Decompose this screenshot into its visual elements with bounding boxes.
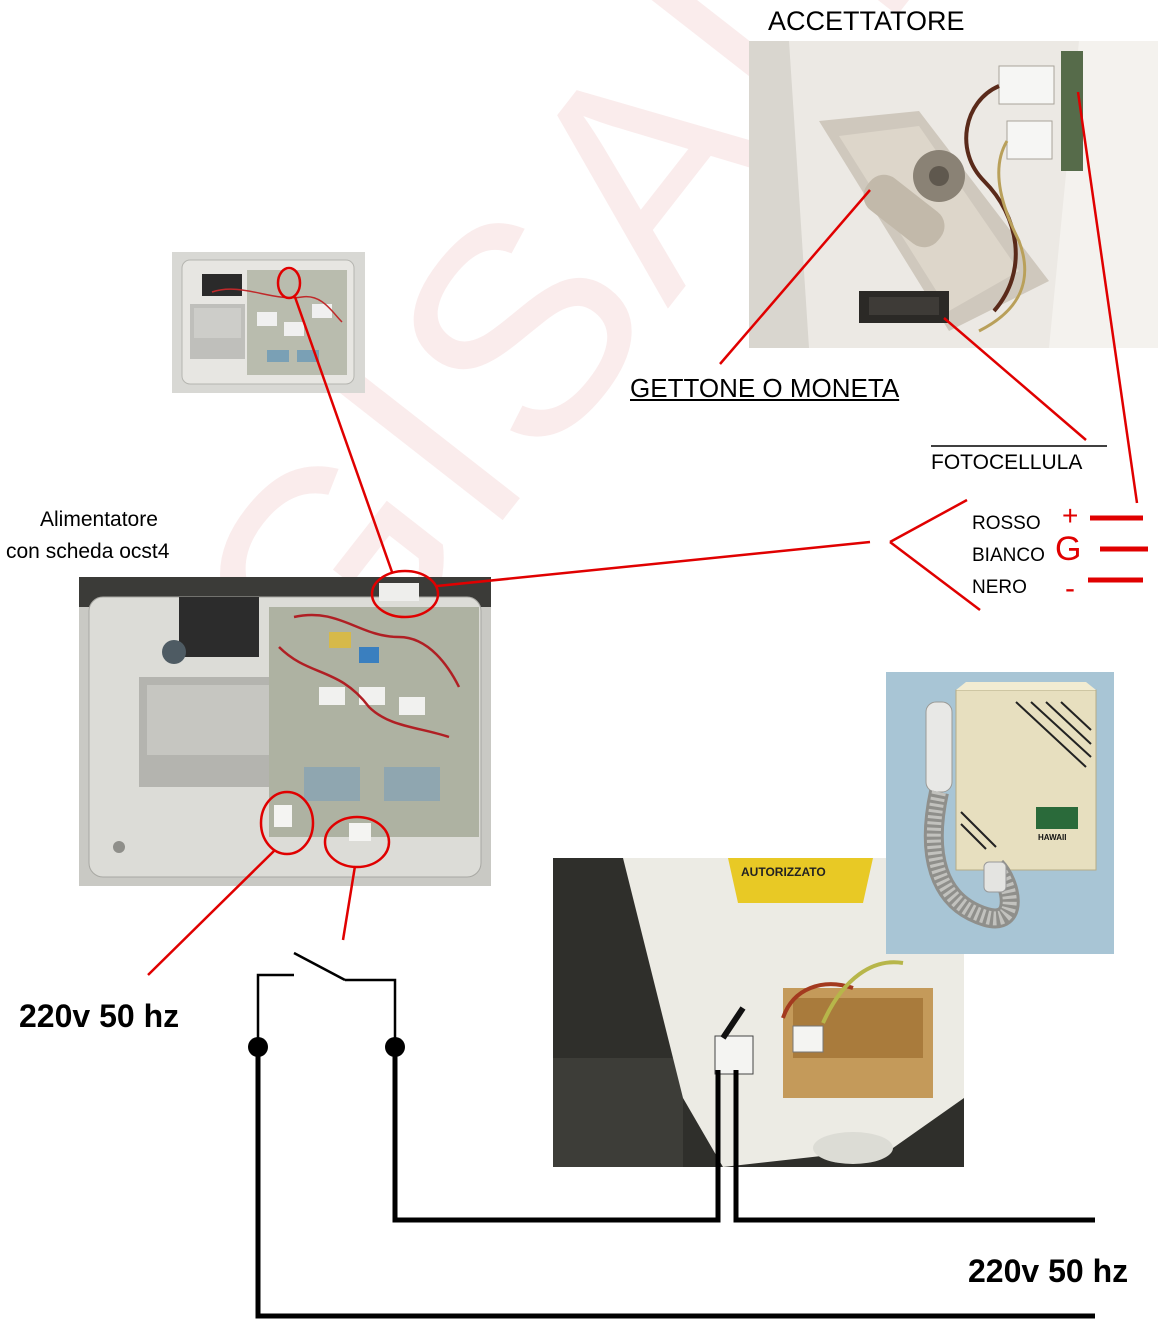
mains-label-left: 220v 50 hz [19, 998, 180, 1034]
switch-left-wire [256, 973, 294, 1047]
large-box-connector-highlight [370, 569, 440, 619]
acceptor-photo [749, 41, 1158, 348]
brand-text: HAWAII [1038, 833, 1066, 842]
wire-label-bianco: BIANCO [972, 545, 1045, 566]
callout-connector-to-wires [436, 540, 871, 588]
callout-small-to-large [293, 296, 394, 573]
switch-right-wire [345, 978, 397, 1047]
power-supply-label-line1: Alimentatore [40, 508, 158, 531]
acceptor-title: ACCETTATORE [768, 6, 965, 36]
control-box-photo-small [172, 252, 365, 393]
callout-coin [719, 189, 871, 365]
wire-label-rosso: ROSSO [972, 513, 1041, 534]
sign-text: AUTORIZZATO [741, 865, 826, 879]
wire-sign-g: G [1055, 530, 1082, 568]
switch-lever [293, 951, 346, 982]
photocell-label: FOTOCELLULA [931, 451, 1083, 474]
power-supply-label-line2: con scheda ocst4 [6, 540, 170, 563]
mains-terminal-highlight [259, 790, 315, 856]
callout-mains-left [147, 849, 276, 976]
hand-dryer-photo: HAWAII [886, 672, 1114, 954]
callout-acceptor-red-wire [1076, 91, 1139, 504]
wire-label-nero: NERO [972, 577, 1027, 598]
callout-switch [341, 865, 357, 941]
neutral-wire [255, 1047, 1095, 1319]
junction-dot-left [248, 1037, 268, 1057]
wire-sign-plus: + [1062, 500, 1079, 531]
coin-label: GETTONE O MONETA [630, 373, 900, 403]
phase-wire [392, 1047, 721, 1223]
control-box-photo-large [79, 577, 491, 886]
wire-sign-minus: - [1065, 572, 1075, 605]
dryer-feed-wire [733, 1070, 1095, 1223]
switch-terminal-highlight [323, 815, 391, 869]
callout-wires-top [889, 498, 968, 544]
mains-label-right: 220v 50 hz [968, 1253, 1129, 1289]
junction-dot-right [385, 1037, 405, 1057]
small-box-connector-highlight [276, 266, 302, 300]
callout-photocell [943, 317, 1087, 441]
callout-wires-bottom [889, 541, 981, 611]
